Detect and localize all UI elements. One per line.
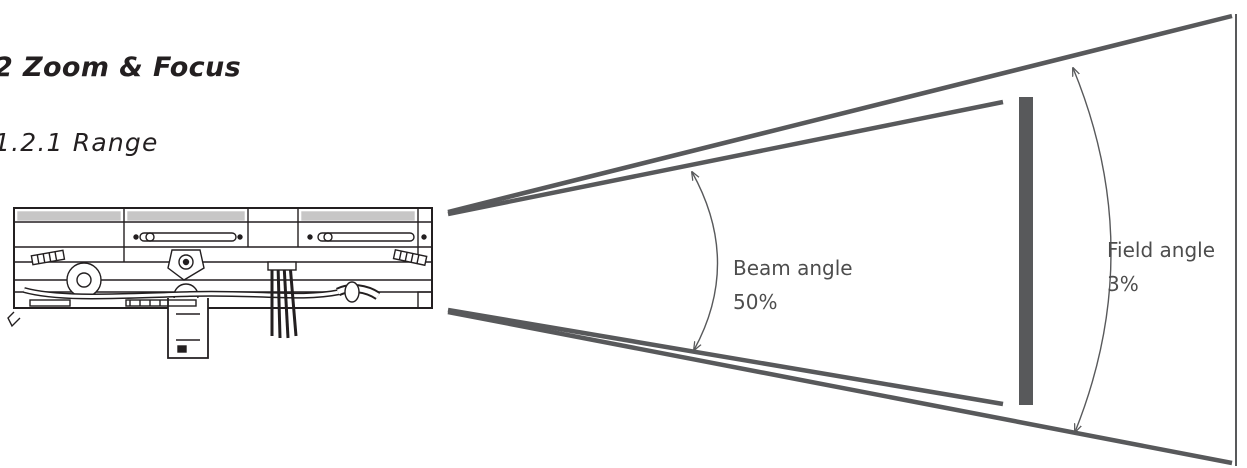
field-angle-arrow [1073, 68, 1112, 432]
beam-upper-line [447, 99, 1004, 217]
projection-screen-bar [1019, 97, 1033, 405]
section-heading: 2 Zoom & Focus [0, 52, 242, 83]
field-angle-value: 3% [1107, 272, 1139, 296]
subsection-heading: 1.2.1 Range [0, 128, 159, 157]
rail-left [139, 232, 237, 242]
fixture-cables [270, 263, 298, 339]
beam-angle-value: 50% [733, 290, 777, 314]
beam-lower-line [447, 307, 1004, 407]
field-beam-upper-line [447, 13, 1233, 215]
rail-right [317, 232, 415, 242]
fixture-clamp [167, 298, 209, 359]
field-beam-lower-line [447, 309, 1233, 466]
fixture-drawing [7, 207, 433, 359]
beam-angle-arrow [692, 172, 719, 350]
beam-angle-label: Beam angle [733, 256, 853, 280]
field-angle-label: Field angle [1107, 238, 1215, 262]
